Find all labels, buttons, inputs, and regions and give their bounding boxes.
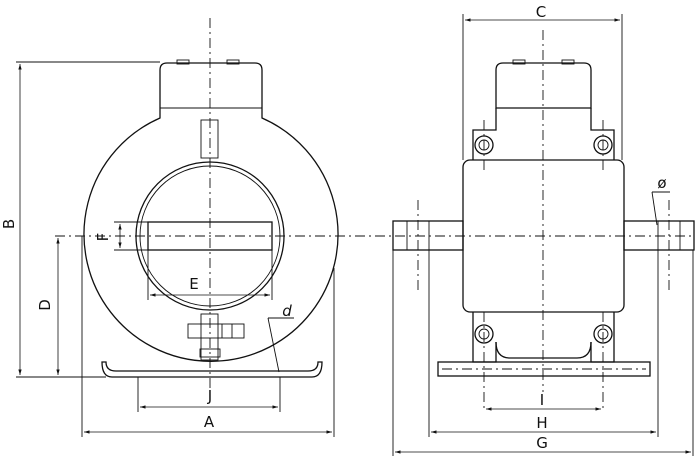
- label-b: B: [0, 219, 18, 229]
- label-f: F: [94, 233, 112, 242]
- side-upper-bracket-left: [472, 108, 497, 160]
- side-busbar-left: [392, 220, 464, 251]
- label-a: A: [204, 413, 215, 431]
- side-upper-bracket-right: [590, 108, 615, 160]
- side-lower-hole-right-outer: [593, 324, 613, 344]
- label-h: H: [536, 414, 547, 432]
- label-phi: ø: [657, 174, 666, 192]
- front-bolt-nut: [199, 348, 221, 358]
- front-top-terminal-right: [226, 59, 240, 65]
- label-i: I: [540, 391, 544, 409]
- side-view: C ø I H G: [392, 3, 695, 456]
- side-top-terminal-left: [512, 59, 526, 65]
- front-base-plate: [101, 361, 323, 378]
- side-busbar-right: [623, 220, 695, 251]
- side-top-housing: [495, 62, 592, 109]
- front-view: B D F E d J A: [0, 18, 693, 437]
- front-top-terminal-left: [176, 59, 190, 65]
- dim-d-small-leader: [267, 317, 280, 373]
- label-e: E: [189, 275, 198, 293]
- front-body-outline: [83, 62, 339, 362]
- label-c: C: [536, 3, 546, 21]
- label-d-small: d: [282, 302, 292, 320]
- side-lower-channel: [495, 341, 592, 359]
- front-bolt-head: [187, 323, 245, 339]
- dim-phi-leader: [651, 191, 658, 226]
- side-base-plate: [437, 361, 651, 377]
- side-top-terminal-right: [561, 59, 575, 65]
- label-j: J: [207, 387, 212, 405]
- label-d: D: [36, 299, 54, 311]
- front-upper-slot: [200, 119, 219, 159]
- side-lower-hole-left-outer: [474, 324, 494, 344]
- label-g: G: [536, 434, 548, 452]
- front-lower-slot: [200, 313, 219, 361]
